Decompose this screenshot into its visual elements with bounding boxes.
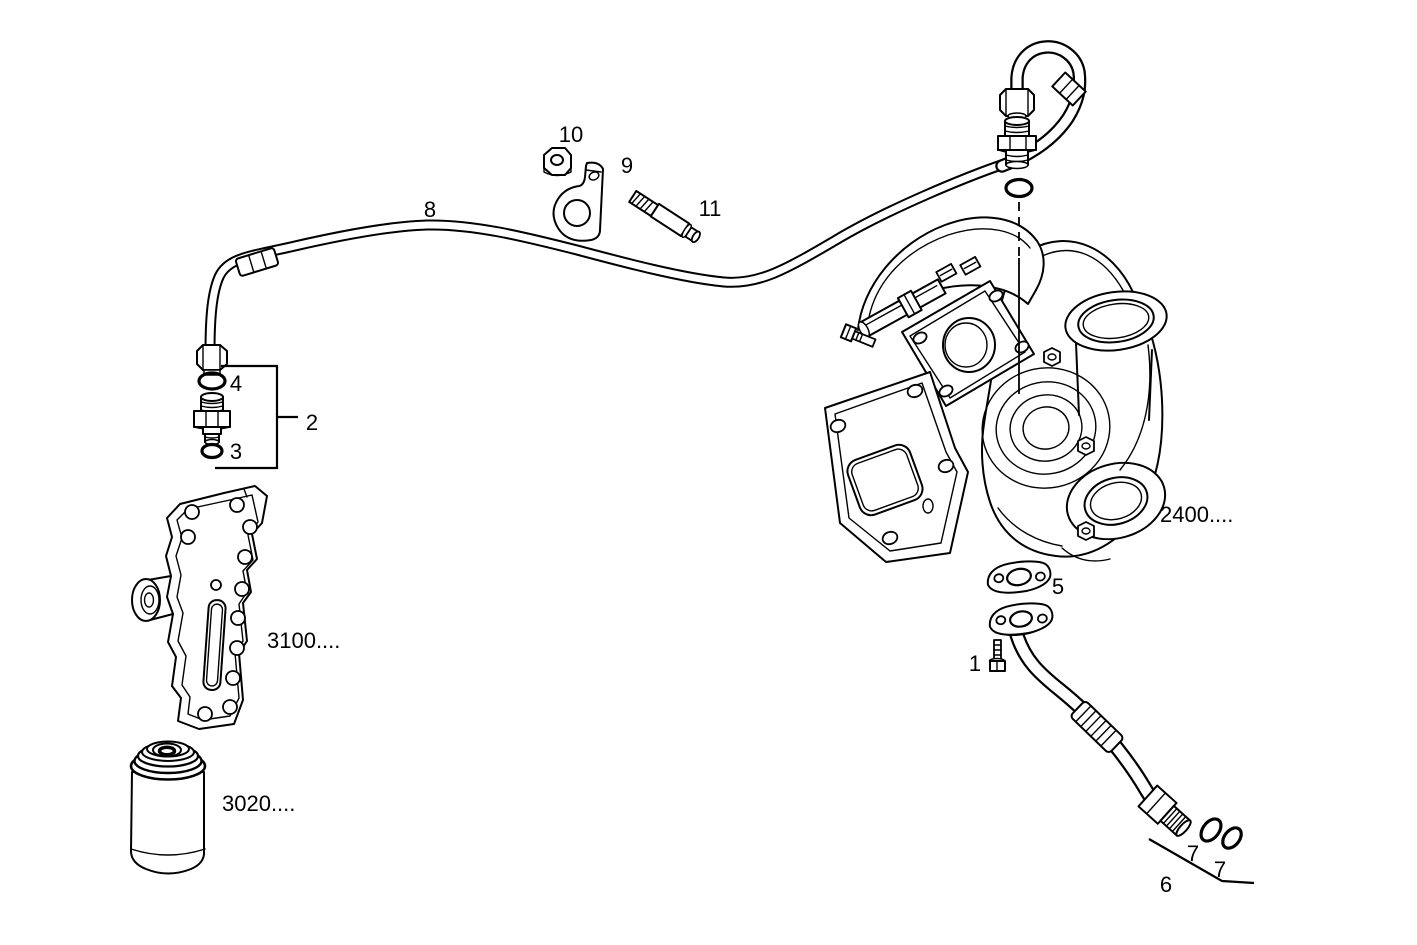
turbo-inlet-union-fitting (997, 116, 1037, 170)
callout-7b: 7 (1214, 857, 1226, 882)
part-9-clamp (552, 161, 604, 242)
turbocharger-2400 (824, 202, 1168, 563)
leader-6 (1148, 838, 1255, 885)
actuator-rod (839, 255, 982, 348)
ref-oil-filter: 3020.... (222, 791, 295, 816)
callout-9: 9 (621, 153, 633, 178)
part-2-union-assembly (193, 364, 298, 470)
seal-ring-7b (1221, 826, 1243, 850)
callout-2: 2 (306, 410, 318, 435)
corrugated-sleeve (1070, 700, 1124, 754)
callout-labels: 8 10 9 11 4 2 3 5 1 7 7 6 2400.... 3100.… (222, 122, 1233, 897)
oil-filter-3020 (129, 740, 207, 875)
oil-cooler-housing-3100 (131, 485, 268, 730)
callout-6: 6 (1160, 872, 1172, 897)
part-1-bolt (988, 639, 1006, 672)
housing-bolts (1043, 347, 1111, 562)
seal-ring-7a (1199, 817, 1223, 843)
ref-turbocharger: 2400.... (1160, 502, 1233, 527)
part-10-nut (543, 147, 572, 177)
drain-flange (988, 602, 1054, 637)
callout-4: 4 (230, 371, 242, 396)
callout-1: 1 (969, 651, 981, 676)
pipe-end-nut-lower (196, 344, 228, 376)
o-ring-3 (200, 442, 224, 460)
callout-8: 8 (424, 197, 436, 222)
hose-collar (1051, 71, 1087, 107)
part-7-seal-rings (1199, 817, 1243, 850)
callout-11: 11 (699, 196, 722, 221)
callout-5: 5 (1052, 574, 1064, 599)
part-8-oil-feed-pipe (196, 40, 1087, 376)
callout-10: 10 (559, 122, 583, 147)
callout-7a: 7 (1187, 841, 1199, 866)
compressor-outlet (1065, 461, 1167, 541)
part-6-oil-drain-pipe (988, 602, 1255, 885)
callout-3: 3 (230, 439, 242, 464)
bearing-housing-rings (981, 367, 1111, 489)
air-inlet-ring (1064, 290, 1168, 352)
housing-side-boss (131, 575, 174, 622)
turbine-inlet-flange (824, 371, 969, 563)
bracket-2 (215, 364, 298, 470)
part-11-stud (628, 189, 701, 244)
ref-oil-cooler-housing: 3100.... (267, 628, 340, 653)
pipe-end-nut-upper (999, 88, 1035, 120)
pipe-ferrule (234, 247, 280, 277)
part-5-gasket (986, 560, 1052, 594)
drain-elbow-fitting (1137, 784, 1192, 837)
turbo-inlet-o-ring (1004, 177, 1034, 199)
o-ring-4 (197, 371, 227, 391)
threaded-union (193, 392, 231, 446)
